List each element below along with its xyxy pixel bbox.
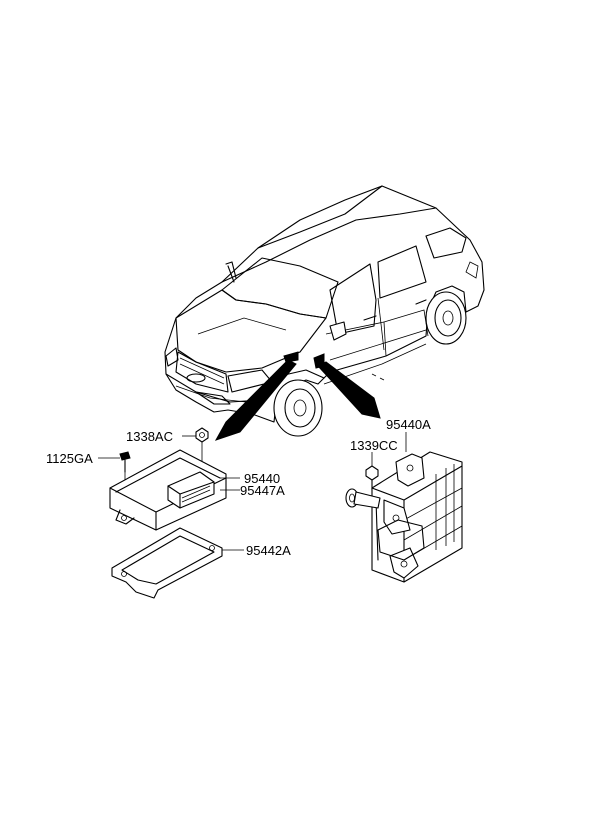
callout-1125ga: 1125GA <box>46 451 93 466</box>
bolt-icon <box>119 451 131 473</box>
nut-icon <box>195 427 209 443</box>
left-module-assembly <box>98 427 244 599</box>
right-module-assembly <box>345 432 463 583</box>
callout-95442a: 95442A <box>246 543 291 558</box>
callout-1338ac: 1338AC <box>126 429 173 444</box>
callout-labels: 1338AC 1125GA 95440 95447A 95442A 95440A… <box>46 417 431 558</box>
mounting-bracket <box>111 527 223 599</box>
control-module-right <box>371 451 463 583</box>
location-pointers <box>214 359 381 441</box>
callout-95447a: 95447A <box>240 483 285 498</box>
callout-1339cc: 1339CC <box>350 438 398 453</box>
callout-95440a: 95440A <box>386 417 431 432</box>
vehicle-illustration <box>164 185 485 437</box>
callout-95440: 95440 <box>244 471 280 486</box>
control-module <box>109 449 227 531</box>
clip-icon <box>345 488 381 509</box>
